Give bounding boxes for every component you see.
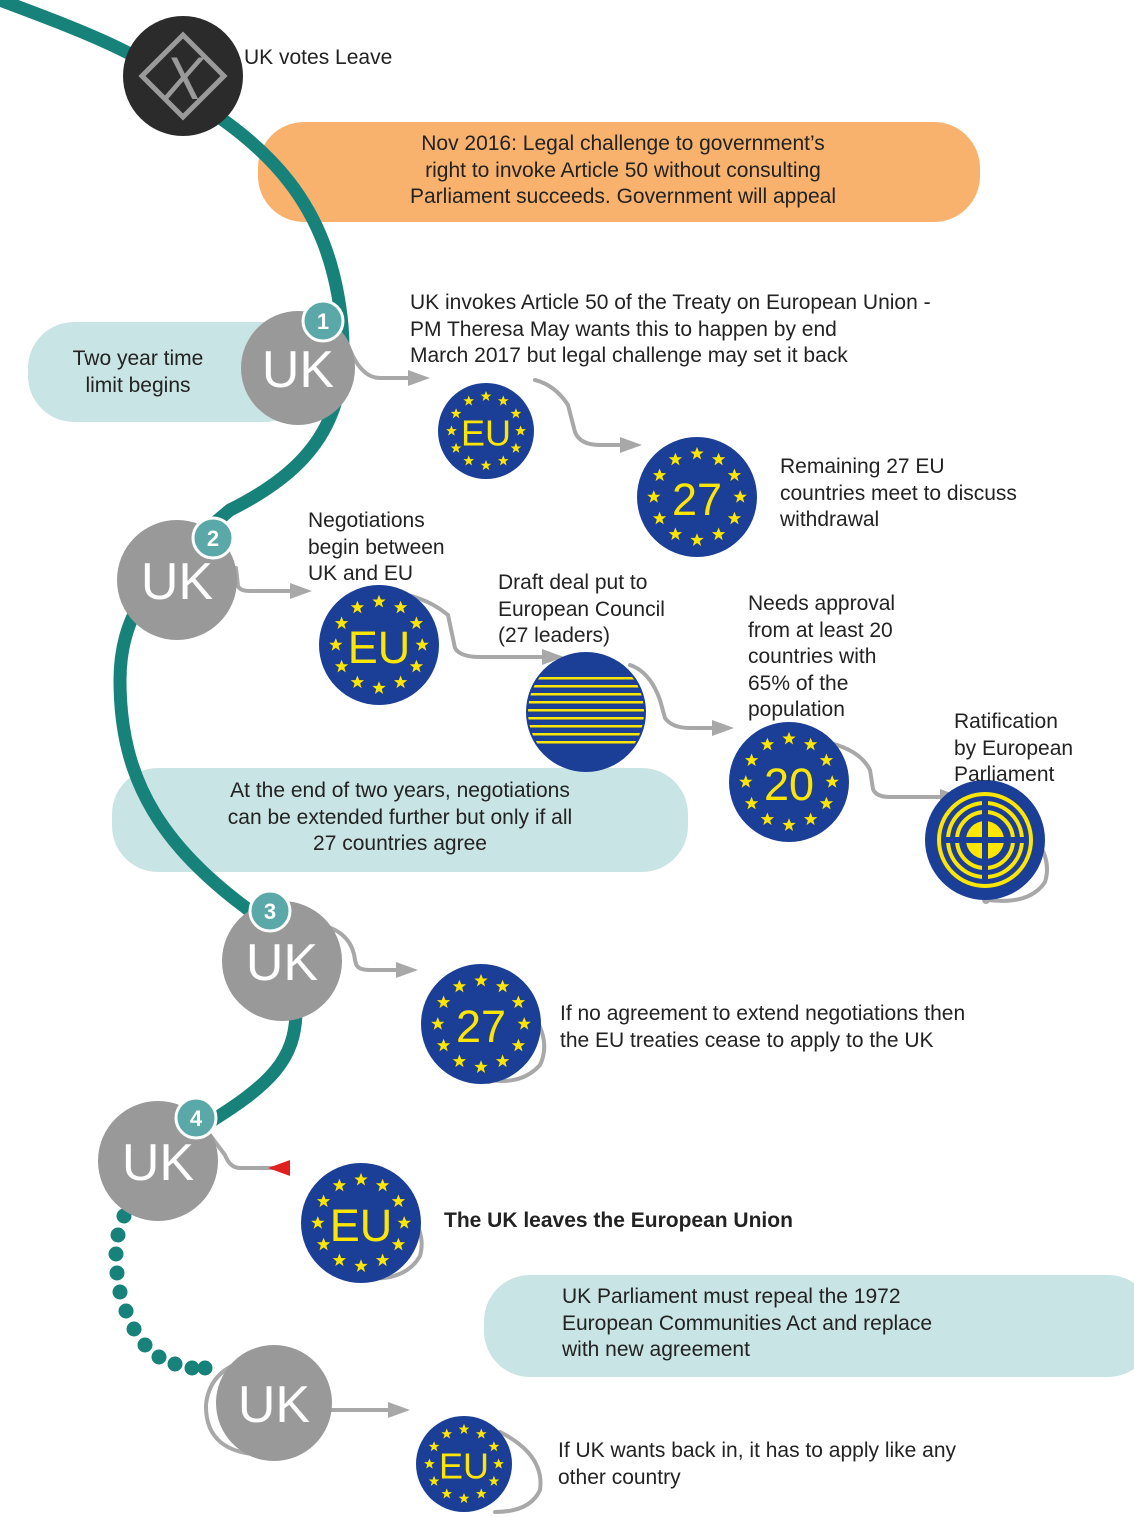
- step-2-parliament-text: Ratification by European Parliament: [954, 710, 1074, 786]
- step-badge-3: 3: [248, 889, 292, 933]
- uk-node-step-3: UK: [222, 901, 342, 1021]
- legal-challenge-callout: Nov 2016: Legal challenge to government’…: [409, 132, 837, 208]
- eu-flag-circle: [438, 383, 534, 479]
- eu-flag-icon: EU: [416, 1416, 512, 1512]
- extension-callout: At the end of two years, negotiations ca…: [227, 779, 573, 855]
- svg-text:UK: UK: [122, 1134, 195, 1192]
- svg-text:4: 4: [190, 1106, 203, 1131]
- svg-text:UK: UK: [141, 553, 214, 611]
- extension-callout-bg: [112, 768, 688, 872]
- european-council-icon: [526, 652, 646, 772]
- step-badge-2: 2: [191, 516, 235, 560]
- eu-flag-circle: [637, 437, 757, 557]
- step-2-council-text: Draft deal put to European Council (27 l…: [498, 571, 665, 647]
- step-1-27-text: Remaining 27 EU countries meet to discus…: [780, 455, 1017, 531]
- flag-label: EU: [439, 1445, 489, 1486]
- svg-text:UK: UK: [262, 341, 335, 399]
- repeal-callout-bg: [484, 1275, 1134, 1377]
- uk-node-rejoin: UK: [216, 1345, 332, 1461]
- svg-text:UK: UK: [238, 1376, 311, 1434]
- eu-27-flag-icon: 27: [421, 964, 541, 1084]
- eu-flag-circle: [421, 964, 541, 1084]
- time-limit-callout: Two year time limit begins: [72, 347, 204, 397]
- legal-challenge-callout-bg: [258, 122, 980, 222]
- step-1-text: UK invokes Article 50 of the Treaty on E…: [410, 291, 931, 367]
- step-2-20-text: Needs approval from at least 20 countrie…: [748, 592, 896, 721]
- eu-flag-circle: [319, 585, 439, 705]
- svg-text:3: 3: [264, 899, 276, 924]
- step-4-leave-text: The UK leaves the European Union: [444, 1209, 793, 1232]
- step-badge-1: 1: [301, 299, 345, 343]
- step-2-text: Negotiations begin between UK and EU: [308, 509, 445, 585]
- time-limit-callout-bg: [28, 322, 310, 422]
- eu-20-flag-icon: 20: [729, 722, 849, 842]
- flag-label: 20: [764, 759, 814, 810]
- european-parliament-icon: [925, 780, 1045, 900]
- eu-flag-icon: EU: [438, 383, 534, 479]
- start-label: UK votes Leave: [244, 46, 393, 69]
- repeal-callout: UK Parliament must repeal the 1972 Europ…: [562, 1285, 933, 1361]
- eu-flag-circle: [301, 1163, 421, 1283]
- flag-label: 27: [456, 1001, 506, 1052]
- flag-label: EU: [330, 1200, 393, 1251]
- flag-label: EU: [348, 622, 411, 673]
- ballot-x-icon: X: [123, 16, 243, 136]
- dotted-track: [108, 1208, 213, 1376]
- return-arrowhead: [268, 1160, 290, 1176]
- eu-flag-icon: EU: [301, 1163, 421, 1283]
- eu-flag-circle: [416, 1416, 512, 1512]
- eu-flag-icon: EU: [319, 585, 439, 705]
- svg-text:UK: UK: [246, 934, 319, 992]
- step-5-rejoin-text: If UK wants back in, it has to apply lik…: [558, 1439, 957, 1489]
- svg-text:2: 2: [207, 526, 219, 551]
- eu-flag-circle: [729, 722, 849, 842]
- svg-text:1: 1: [317, 309, 329, 334]
- flag-label: 27: [672, 474, 722, 525]
- eu-27-flag-icon: 27: [637, 437, 757, 557]
- flag-label: EU: [461, 412, 511, 453]
- svg-text:X: X: [161, 45, 205, 112]
- step-badge-4: 4: [174, 1096, 218, 1140]
- step-3-27-text: If no agreement to extend negotiations t…: [560, 1002, 966, 1052]
